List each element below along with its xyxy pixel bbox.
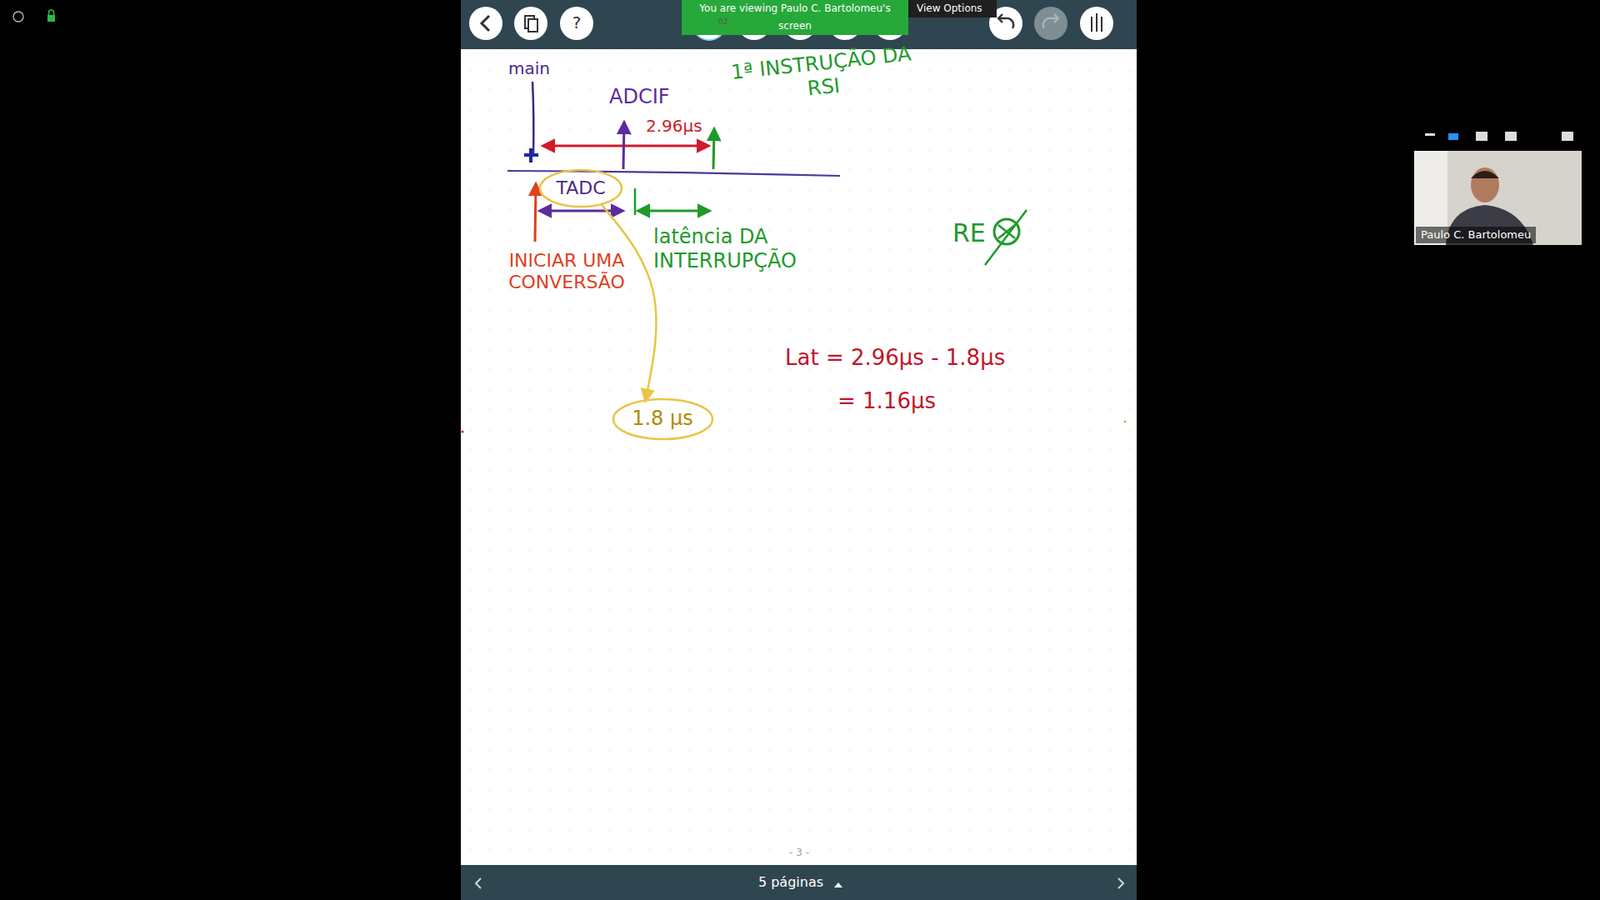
tadc-arrow	[540, 210, 623, 213]
view-options-button: View Options	[908, 0, 997, 18]
popout-icon	[1561, 131, 1574, 141]
participant-name: Paulo C. Bartolomeu	[1415, 226, 1536, 244]
hand-icon	[1091, 13, 1102, 32]
back-button	[469, 6, 503, 40]
total-time-arrow	[543, 145, 709, 148]
view-icon	[1448, 133, 1459, 140]
dot-grid	[460, 49, 1137, 865]
help-button	[560, 6, 594, 40]
result-ellipse: 1.8 µs	[611, 397, 715, 441]
formula: = 1.16µs	[837, 388, 936, 415]
ellipse-shape	[540, 170, 622, 207]
formula: Lat = 2.96µs - 1.8µs	[785, 345, 1005, 371]
pages-button	[514, 6, 548, 40]
rsi-arrow	[713, 129, 715, 170]
pages-icon	[528, 19, 538, 32]
stray-dot	[461, 430, 465, 434]
whiteboard-page	[460, 49, 1137, 865]
redo-icon	[1043, 14, 1059, 29]
tool-badge: 02	[718, 17, 728, 27]
main-timeline-marker	[532, 81, 534, 157]
camera-frame	[1414, 150, 1582, 245]
info-icon	[13, 11, 24, 22]
person-hair	[1470, 170, 1500, 179]
next-page-arrow	[1118, 878, 1124, 889]
ellipse-shape	[613, 399, 713, 440]
latency-arrow	[638, 210, 710, 213]
time-value: 2.96µs	[645, 115, 703, 136]
lock-shackle	[49, 10, 55, 15]
gallery-icon	[1505, 131, 1517, 141]
page-number: - 3 -	[782, 846, 816, 859]
adcif-arrow	[623, 122, 625, 170]
handwritten-note: INICIAR UMA CONVERSÃO	[503, 250, 630, 295]
stray-dot	[1124, 420, 1127, 424]
page-bar	[460, 865, 1137, 900]
person-head	[1470, 167, 1500, 203]
prev-page-arrow	[475, 878, 481, 889]
handwritten-label: ADCIF	[609, 85, 670, 110]
back-chevron	[481, 15, 490, 31]
page-count: 5 páginas	[749, 874, 833, 890]
timing-drawing	[461, 81, 1127, 434]
share-banner: You are viewing Paulo C. Bartolomeu's sc…	[681, 0, 909, 35]
main-cross	[524, 148, 539, 163]
hand-tool	[1080, 6, 1114, 40]
node-text: TADC	[555, 177, 605, 199]
toolbar	[460, 0, 1137, 50]
tadc-ellipse: TADC	[538, 168, 624, 209]
view-icon	[1475, 131, 1488, 141]
handwritten-note: latência DA INTERRUPÇÃO	[653, 225, 862, 274]
redo-button	[1034, 6, 1068, 40]
video-tile	[1414, 131, 1582, 245]
start-conversion-arrow	[535, 184, 536, 242]
minimize-icon	[1425, 133, 1435, 136]
help-icon: ?	[568, 12, 585, 33]
page-menu-triangle	[834, 882, 843, 888]
node-text: 1.8 µs	[631, 407, 694, 431]
yellow-arrow	[601, 204, 657, 400]
scribble-strokes	[985, 210, 1027, 265]
handwritten-label: main	[508, 58, 550, 79]
latency-tick	[634, 188, 637, 215]
handwritten-label: RE	[952, 218, 986, 249]
undo-icon	[998, 14, 1014, 29]
lock-icon	[47, 15, 55, 22]
